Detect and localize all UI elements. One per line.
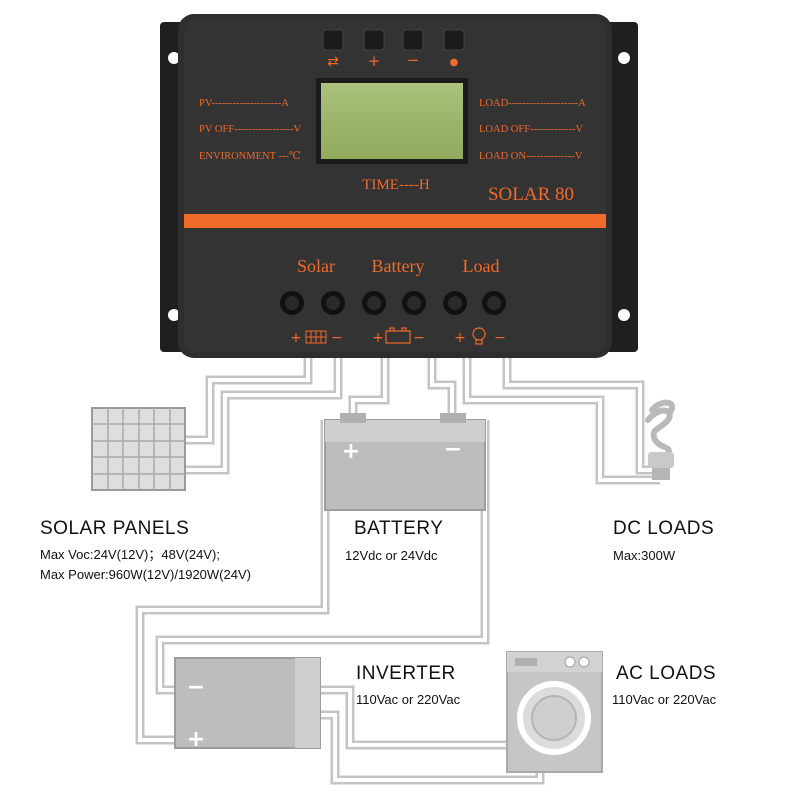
solar-panels-voc: Max Voc:24V(12V)；48V(24V); [40,547,220,562]
top-buttons: ⇄ + − ● [322,29,465,70]
inverter-title: INVERTER [356,663,456,684]
load-on-label: LOAD ON--------------V [479,151,583,162]
battery-minus-mark: − [444,437,462,462]
plus-button[interactable] [363,29,385,51]
battery-icon [385,327,411,344]
dc-loads-title: DC LOADS [613,518,715,539]
battery-title: BATTERY [354,518,444,539]
cfl-bulb-icon [645,399,675,480]
solar-plus-terminal [280,291,304,315]
washing-machine-icon [506,651,603,773]
inverter-minus-mark: − [187,675,205,700]
bulb-icon: ● [450,57,459,68]
battery-terminal-label: Battery [372,256,425,276]
minus-icon: − [407,51,420,69]
solar-terminal-label: Solar [297,256,335,276]
light-button[interactable] [443,29,465,51]
right-mounting-ear [605,22,638,352]
solar-minus-symbol: − [331,330,343,346]
time-label: TIME----H [362,177,430,193]
accent-stripe [184,214,606,228]
inverter-plus-mark: + [187,727,205,752]
battery-plus-terminal [362,291,386,315]
battery-plus-symbol: + [372,330,384,346]
load-terminal-label: Load [463,256,500,276]
load-off-label: LOAD OFF-------------V [479,124,584,135]
model-name: SOLAR 80 [488,184,574,205]
load-plus-wire [462,355,660,485]
solar-plus-symbol: + [290,330,302,346]
battery-image: + − [324,413,486,511]
switch-button[interactable] [322,29,344,51]
load-plus-terminal [443,291,467,315]
load-current-label: LOAD--------------------A [479,98,586,109]
solar-panel-icon [305,330,327,344]
battery-plus-mark: + [342,439,360,464]
battery-minus-wire [427,355,457,420]
right-indicator-labels: LOAD--------------------A LOAD OFF------… [479,98,586,162]
load-minus-wire [502,355,658,475]
pv-off-label: PV OFF-----------------V [199,124,302,135]
solar-panels-power: Max Power:960W(12V)/1920W(24V) [40,567,251,582]
environment-label: ENVIRONMENT ---℃ [199,151,301,162]
minus-button[interactable] [402,29,424,51]
solar-panel-image [91,407,186,491]
ac-loads-voltage: 110Vac or 220Vac [612,692,717,707]
inverter-image: − + [174,657,321,752]
ac-loads-title: AC LOADS [616,663,717,684]
pv-current-label: PV--------------------A [199,98,289,109]
battery-minus-terminal [402,291,426,315]
charge-controller: ⇄ + − ● PV--------------------A PV OFF--… [160,14,638,358]
solar-minus-terminal [321,291,345,315]
bulb-load-icon [472,327,486,345]
terminals [280,291,506,315]
solar-panels-title: SOLAR PANELS [40,518,190,539]
plus-icon: + [368,52,381,70]
battery-plus-wire [348,355,390,420]
swap-arrows-icon: ⇄ [327,54,339,70]
load-minus-symbol: − [494,330,506,346]
battery-minus-symbol: − [413,330,425,346]
load-minus-terminal [482,291,506,315]
dc-loads-max: Max:300W [613,548,676,563]
inverter-voltage: 110Vac or 220Vac [356,692,461,707]
load-plus-symbol: + [454,330,466,346]
left-indicator-labels: PV--------------------A PV OFF----------… [199,98,302,162]
battery-voltage: 12Vdc or 24Vdc [345,548,438,563]
